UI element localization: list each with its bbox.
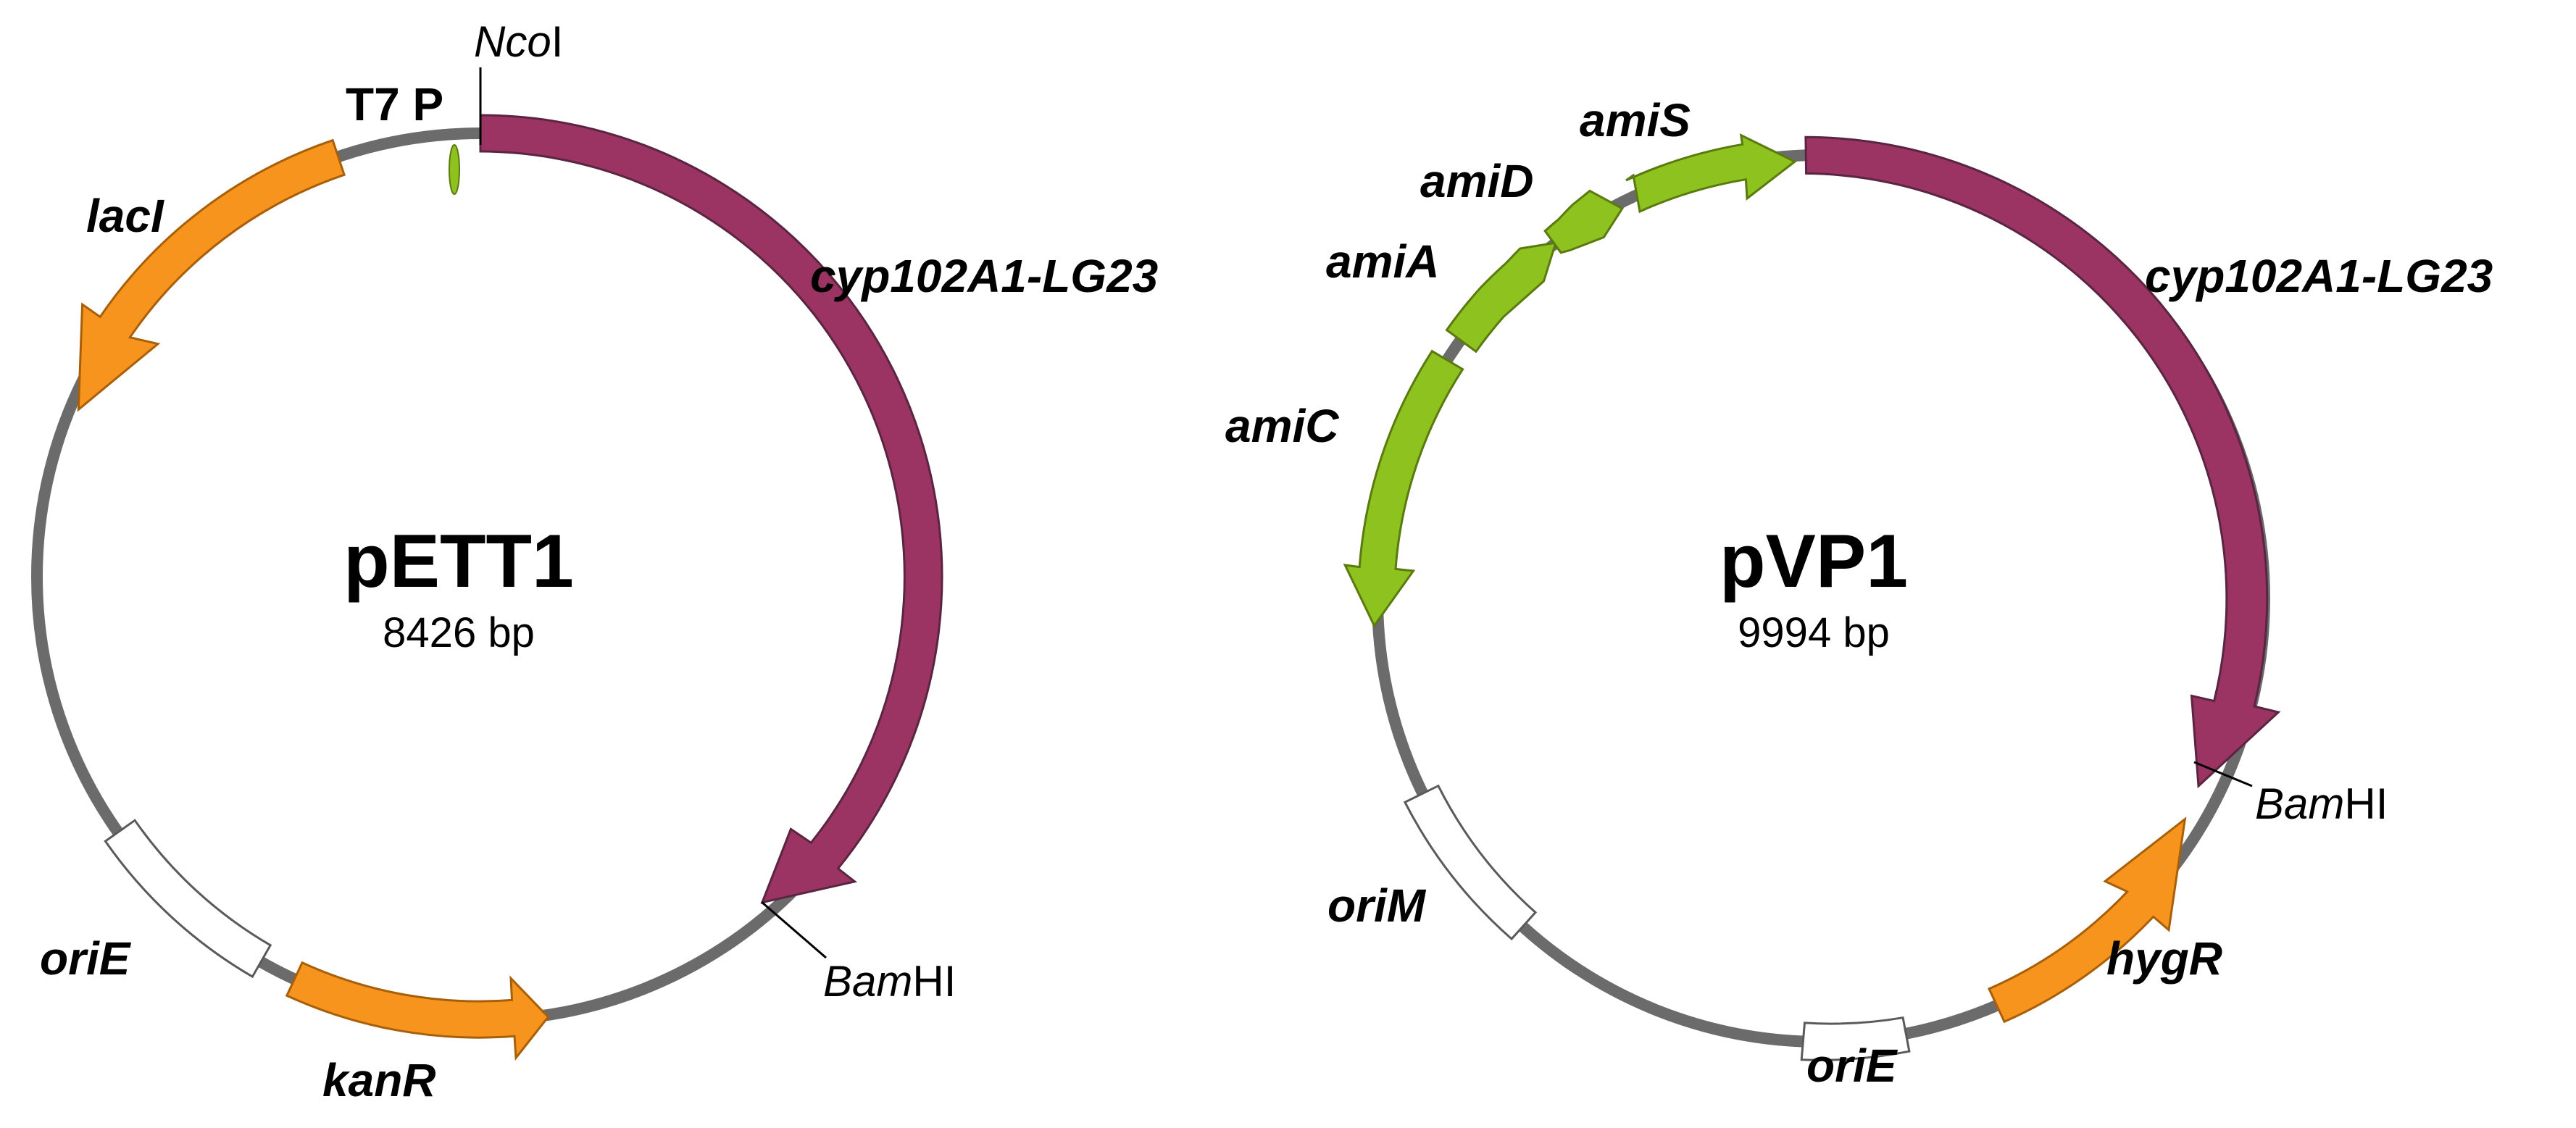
bamhi-site-line-pett1 xyxy=(761,901,827,959)
feature-box-orie xyxy=(1800,1016,1911,1061)
promoter-label-t7: T7 P xyxy=(346,78,443,130)
feature-arrow-cyp102a1-lg23 xyxy=(1804,135,2281,789)
feature-arrow-laci xyxy=(77,138,346,412)
site-label-bamhi-pett1: BamHI xyxy=(823,957,956,1006)
feature-label-laci: lacI xyxy=(86,190,164,242)
bamhi-site-line-pvp1 xyxy=(2193,761,2253,787)
feature-arrow-amia xyxy=(1445,241,1558,354)
site-label-bamhi-pvp1: BamHI xyxy=(2255,780,2388,828)
feature-label-cyp102a1-lg23: cyp102A1-LG23 xyxy=(810,250,1158,302)
feature-label-orie: oriE xyxy=(40,932,132,985)
feature-label-orie: oriE xyxy=(1806,1040,1898,1092)
feature-label-cyp102a1-lg23: cyp102A1-LG23 xyxy=(2145,250,2493,302)
feature-box-orim xyxy=(1403,784,1538,941)
plasmid-map-pett1: pETT1 8426 bp cyp102A1-LG23 kanR oriE la… xyxy=(31,17,1158,1106)
feature-label-hygr: hygR xyxy=(2106,932,2222,985)
plasmid-map-pvp1: pVP1 9994 bp cyp102A1-LG23 hygR oriE ori… xyxy=(1225,94,2493,1092)
plasmid-size-pvp1: 9994 bp xyxy=(1738,609,1890,656)
feature-arrow-cyp102a1-lg23 xyxy=(479,114,943,904)
plasmid-title-pett1: pETT1 xyxy=(343,519,574,603)
feature-label-amia: amiA xyxy=(1326,235,1440,288)
t7-promoter-mark xyxy=(449,144,460,195)
feature-arrow-hygr xyxy=(1987,816,2187,1024)
site-label-ncoi: NcoI xyxy=(474,17,563,66)
plasmid-size-pett1: 8426 bp xyxy=(383,609,535,656)
plasmid-title-pvp1: pVP1 xyxy=(1720,519,1908,603)
feature-label-orim: oriM xyxy=(1327,880,1427,932)
feature-label-amid: amiD xyxy=(1420,155,1534,207)
feature-label-amis: amiS xyxy=(1580,94,1691,146)
feature-label-amic: amiC xyxy=(1225,400,1339,452)
feature-arrow-amic xyxy=(1343,349,1464,628)
feature-box-orie xyxy=(104,819,272,979)
feature-label-kanr: kanR xyxy=(322,1054,436,1106)
feature-arrow-amid xyxy=(1543,189,1624,254)
feature-arrow-kanr xyxy=(285,961,550,1061)
feature-arrow-amis xyxy=(1625,133,1797,214)
